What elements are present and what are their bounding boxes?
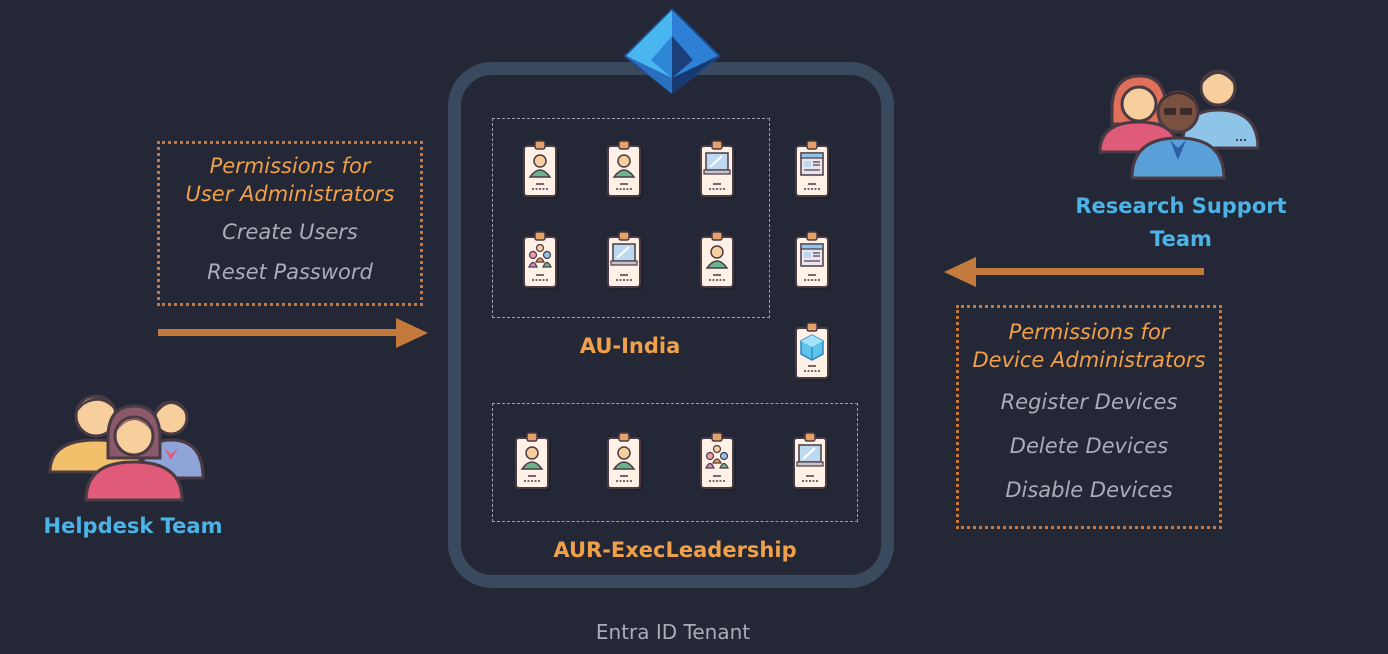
user-badge-icon (520, 143, 560, 199)
device-admin-title-line2: Device Administrators (972, 348, 1206, 372)
research-support-label-line1: Research Support (1075, 194, 1287, 218)
device-admin-title-line1: Permissions for (1008, 320, 1170, 344)
helpdesk-arrow-icon (158, 318, 428, 348)
permission-register-devices: Register Devices (1000, 390, 1178, 414)
user-badge-icon (604, 143, 644, 199)
app-badge-icon (792, 143, 832, 199)
permission-reset-password: Reset Password (207, 260, 373, 284)
user-badge-icon (604, 435, 644, 491)
helpdesk-team-icon (48, 394, 205, 502)
group-badge-icon (697, 435, 737, 491)
permission-delete-devices: Delete Devices (1009, 434, 1169, 458)
user-badge-icon (697, 234, 737, 290)
research-support-label-line2: Team (1150, 227, 1212, 251)
aur-execleadership-box (492, 403, 858, 522)
tenant-label: Entra ID Tenant (595, 620, 751, 644)
aur-execleadership-label: AUR-ExecLeadership (553, 538, 797, 562)
device-badge-icon (790, 435, 830, 491)
app-badge-icon (792, 234, 832, 290)
permission-create-users: Create Users (222, 220, 358, 244)
au-india-label: AU-India (579, 334, 681, 358)
permission-disable-devices: Disable Devices (1005, 478, 1173, 502)
research-support-team-icon (1098, 69, 1260, 180)
device-badge-icon (604, 234, 644, 290)
research-support-arrow-icon (944, 257, 1204, 287)
device-admin-permissions-box: Permissions for Device Administrators Re… (956, 305, 1222, 529)
user-admin-title-line1: Permissions for (209, 154, 371, 178)
device-badge-icon (697, 143, 737, 199)
helpdesk-team-label: Helpdesk Team (43, 514, 223, 538)
group-badge-icon (520, 234, 560, 290)
user-admin-title-line2: User Administrators (185, 182, 395, 206)
resource-badge-icon (792, 325, 832, 381)
user-badge-icon (512, 435, 552, 491)
user-admin-permissions-box: Permissions for User Administrators Crea… (157, 141, 423, 306)
au-india-box (492, 118, 770, 318)
research-support-team-label: Research Support Team (1066, 190, 1296, 256)
entra-id-logo-icon (623, 8, 721, 94)
